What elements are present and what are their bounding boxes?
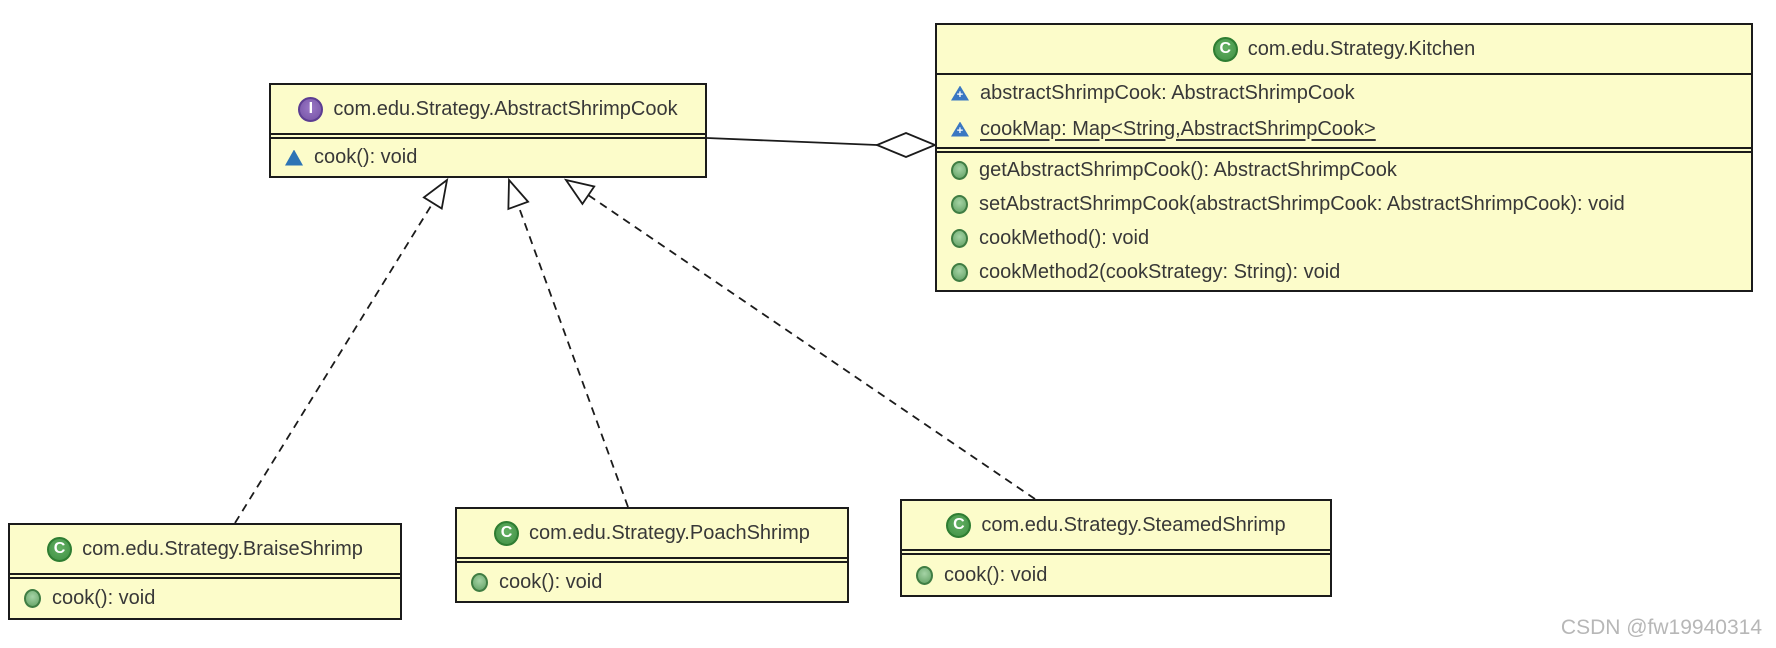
class-title: com.edu.Strategy.PoachShrimp [529,521,810,544]
aggregation-edge[interactable] [706,137,878,146]
watermark: CSDN @fw19940314 [1560,616,1762,639]
method-icon [916,565,933,585]
method-icon [951,229,968,249]
class-icon: C [1212,36,1238,62]
class-title: com.edu.Strategy.BraiseShrimp [82,537,363,560]
realization-arrowhead-icon[interactable] [422,177,449,210]
realization-edge[interactable] [587,194,1036,500]
method-label: getAbstractShrimpCook(): AbstractShrimpC… [979,158,1397,181]
method-label: cookMethod2(cookStrategy: String): void [979,261,1341,284]
class-box-kitchen[interactable]: C com.edu.Strategy.Kitchen abstractShrim… [935,23,1753,292]
method-row[interactable]: cookMethod(): void [937,222,1751,256]
class-title-row: C com.edu.Strategy.PoachShrimp [457,509,847,557]
methods-section: cook(): void [457,563,847,601]
method-icon [951,263,968,283]
members-separator [937,147,1751,153]
class-icon: C [946,512,972,538]
method-label: setAbstractShrimpCook(abstractShrimpCook… [979,192,1625,215]
title-separator [271,133,705,139]
method-row[interactable]: cook(): void [271,139,705,176]
realization-arrowhead-icon[interactable] [563,178,596,206]
class-title-row: C com.edu.Strategy.BraiseShrimp [10,525,400,573]
title-separator [457,557,847,563]
title-separator [902,549,1330,555]
methods-section: cook(): void [271,139,705,176]
class-title-row: C com.edu.Strategy.SteamedShrimp [902,501,1330,549]
realization-arrowhead-icon[interactable] [507,177,530,211]
method-icon [951,160,968,180]
method-row[interactable]: setAbstractShrimpCook(abstractShrimpCook… [937,187,1751,221]
field-row[interactable]: abstractShrimpCook: AbstractShrimpCook [937,75,1751,111]
method-icon [951,194,968,214]
class-title: com.edu.Strategy.SteamedShrimp [981,513,1286,536]
realization-edge[interactable] [234,202,434,524]
method-label: cook(): void [499,570,603,593]
title-separator [10,573,400,579]
title-separator [937,73,1751,75]
method-row[interactable]: cookMethod2(cookStrategy: String): void [937,256,1751,290]
method-label: cook(): void [944,563,1048,586]
abstract-method-icon [285,149,303,166]
field-label: cookMap: Map<String,AbstractShrimpCook> [980,117,1376,140]
method-label: cook(): void [314,146,418,168]
fields-section: abstractShrimpCook: AbstractShrimpCook c… [937,75,1751,147]
realization-edge[interactable] [517,205,629,508]
aggregation-diamond-icon[interactable] [874,132,938,158]
class-icon: C [47,536,73,562]
methods-section: cook(): void [10,579,400,618]
method-label: cookMethod(): void [979,227,1150,250]
method-row[interactable]: getAbstractShrimpCook(): AbstractShrimpC… [937,153,1751,187]
method-row[interactable]: cook(): void [457,563,847,601]
field-label: abstractShrimpCook: AbstractShrimpCook [980,81,1355,104]
interface-title: com.edu.Strategy.AbstractShrimpCook [333,97,678,120]
class-title: com.edu.Strategy.Kitchen [1247,37,1476,60]
interface-icon: I [298,96,324,122]
class-icon: C [494,520,520,546]
methods-section: getAbstractShrimpCook(): AbstractShrimpC… [937,153,1751,290]
method-row[interactable]: cook(): void [10,579,400,618]
field-icon [951,85,969,101]
method-label: cook(): void [52,587,156,609]
method-icon [471,572,488,592]
class-box-steamed-shrimp[interactable]: C com.edu.Strategy.SteamedShrimp cook():… [900,499,1332,597]
field-row[interactable]: cookMap: Map<String,AbstractShrimpCook> [937,111,1751,147]
class-box-braise-shrimp[interactable]: C com.edu.Strategy.BraiseShrimp cook(): … [8,523,402,620]
class-title-row: C com.edu.Strategy.Kitchen [937,25,1751,73]
method-icon [24,589,41,608]
field-icon [951,121,969,137]
class-box-poach-shrimp[interactable]: C com.edu.Strategy.PoachShrimp cook(): v… [455,507,849,603]
interface-title-row: I com.edu.Strategy.AbstractShrimpCook [271,85,705,133]
method-row[interactable]: cook(): void [902,555,1330,595]
methods-section: cook(): void [902,555,1330,595]
interface-box-abstract-shrimp-cook[interactable]: I com.edu.Strategy.AbstractShrimpCook co… [269,83,707,178]
